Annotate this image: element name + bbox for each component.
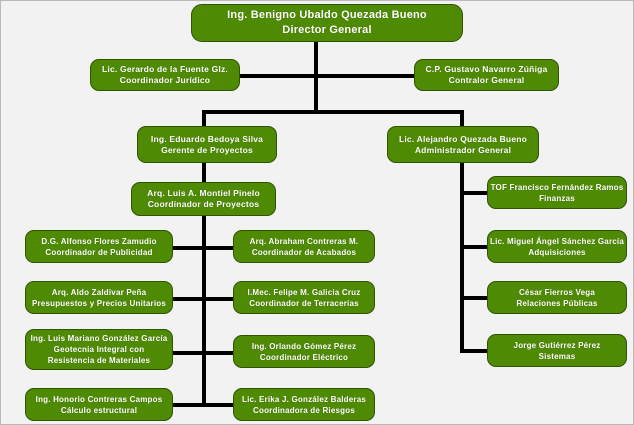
node-coordinador-terracerias[interactable]: I.Mec. Felipe M. Galicia Cruz Coordinado…: [233, 281, 375, 314]
node-line-1: Lic. Gerardo de la Fuente Glz.: [102, 64, 228, 74]
connector-branch-electrico: [204, 351, 234, 355]
node-line-1: C.P. Gustavo Navarro Zúñiga: [425, 64, 548, 74]
node-line-2: Cálculo estructural: [60, 405, 138, 415]
node-coordinador-proyectos[interactable]: Arq. Luis A. Montiel Pinelo Coordinador …: [131, 182, 276, 216]
node-line-1: D.G. Alfonso Flores Zamudio: [41, 236, 157, 246]
connector-branch-acabados: [204, 246, 234, 250]
connector-branch-terracerias: [204, 297, 234, 301]
node-presupuestos-precios-unitarios[interactable]: Arq. Aldo Zaldivar Peña Presupuestos y P…: [25, 281, 173, 314]
node-coordinador-juridico[interactable]: Lic. Gerardo de la Fuente Glz. Coordinad…: [90, 59, 240, 91]
connector-branch-publicidad: [172, 246, 204, 250]
node-line-1: Arq. Aldo Zaldivar Peña: [51, 287, 147, 297]
node-line-1: Arq. Luis A. Montiel Pinelo: [147, 188, 260, 198]
connector-branch-riesgos: [204, 403, 234, 407]
node-line-2: Presupuestos y Precios Unitarios: [31, 298, 166, 308]
node-line-1: Ing. Benigno Ubaldo Quezada Bueno: [227, 9, 427, 21]
node-contralor-general[interactable]: C.P. Gustavo Navarro Zúñiga Contralor Ge…: [414, 59, 559, 91]
node-coordinador-electrico[interactable]: Ing. Orlando Gómez Pérez Coordinador Elé…: [233, 335, 375, 368]
connector-branch-calculo: [172, 403, 204, 407]
connector-to-gerente-proyectos: [202, 110, 206, 127]
connector-root-stem-lower: [314, 74, 318, 113]
node-line-2: Coordinador Eléctrico: [259, 352, 349, 362]
connector-branch-adquisiciones: [460, 245, 488, 249]
node-line-2: Sistemas: [538, 351, 576, 361]
node-sistemas[interactable]: Jorge Gutiérrez Pérez Sistemas: [487, 334, 627, 367]
node-adquisiciones[interactable]: Lic. Miguel Ángel Sánchez García Adquisi…: [487, 230, 627, 263]
connector-branch-sistemas: [460, 349, 488, 353]
connector-staff-bus: [237, 74, 417, 78]
connector-branch-finanzas: [460, 191, 488, 195]
node-line-2: Administrador General: [414, 144, 512, 155]
connector-level2-bus: [202, 110, 464, 114]
node-administrador-general[interactable]: Lic. Alejandro Quezada Bueno Administrad…: [387, 126, 539, 163]
node-line-2: Adquisiciones: [528, 247, 586, 257]
node-line-1: TOF Francisco Fernández Ramos: [490, 182, 624, 192]
node-line-2: Coordinador Jurídico: [119, 75, 211, 85]
node-line-1: I.Mec. Felipe M. Galicia Cruz: [247, 287, 361, 297]
connector-gerente-to-coordinador: [202, 163, 206, 183]
node-line-2: Geotecnia Integral con: [53, 345, 145, 354]
connector-branch-relaciones: [460, 296, 488, 300]
node-line-1: Ing. Honorio Contreras Campos: [35, 394, 163, 404]
node-line-2: Relaciones Públicas: [516, 298, 598, 308]
connector-branch-geotecnia: [172, 351, 204, 355]
node-line-1: Lic. Miguel Ángel Sánchez García: [490, 236, 624, 246]
connector-to-administrador: [460, 110, 464, 127]
node-line-1: Arq. Abraham Contreras M.: [249, 236, 359, 246]
node-line-2: Coordinador de Publicidad: [45, 247, 153, 257]
node-coordinadora-riesgos[interactable]: Lic. Erika J. González Balderas Coordina…: [233, 388, 375, 421]
node-coordinador-acabados[interactable]: Arq. Abraham Contreras M. Coordinador de…: [233, 230, 375, 263]
node-line-2: Coordinador de Terracerías: [249, 298, 359, 308]
node-line-1: Jorge Gutiérrez Pérez: [513, 340, 601, 350]
node-coordinador-publicidad[interactable]: D.G. Alfonso Flores Zamudio Coordinador …: [25, 230, 173, 263]
connector-coordinador-spine: [202, 216, 206, 403]
node-finanzas[interactable]: TOF Francisco Fernández Ramos Finanzas: [487, 176, 627, 209]
node-line-1: Lic. Alejandro Quezada Bueno: [398, 133, 528, 144]
node-gerente-proyectos[interactable]: Ing. Eduardo Bedoya Silva Gerente de Pro…: [137, 126, 277, 163]
node-line-1: Ing. Eduardo Bedoya Silva: [150, 133, 264, 144]
node-line-2: Coordinadora de Riesgos: [253, 405, 355, 415]
connector-branch-presupuestos: [172, 297, 204, 301]
node-line-2: Coordinador de Proyectos: [147, 199, 260, 209]
node-director-general[interactable]: Ing. Benigno Ubaldo Quezada Bueno Direct…: [191, 4, 463, 42]
node-line-2: Director General: [282, 24, 372, 36]
node-relaciones-publicas[interactable]: César Fierros Vega Relaciones Públicas: [487, 281, 627, 314]
node-calculo-estructural[interactable]: Ing. Honorio Contreras Campos Cálculo es…: [25, 388, 173, 421]
node-geotecnia-integral[interactable]: Ing. Luis Mariano González García Geotec…: [25, 329, 173, 370]
node-line-1: Ing. Luis Mariano González García: [30, 334, 168, 343]
node-line-2: Gerente de Proyectos: [161, 144, 253, 155]
node-line-1: Ing. Orlando Gómez Pérez: [251, 341, 357, 351]
node-line-1: César Fierros Vega: [518, 287, 596, 297]
connector-root-stem: [314, 41, 318, 76]
connector-administrador-spine: [460, 163, 464, 353]
node-line-2: Coordinador de Acabados: [251, 247, 357, 257]
node-line-2: Finanzas: [539, 193, 575, 203]
node-line-2: Contralor General: [448, 75, 525, 85]
node-line-1: Lic. Erika J. González Balderas: [241, 394, 367, 404]
node-line-3: Resistencia de Materiales: [47, 356, 151, 365]
